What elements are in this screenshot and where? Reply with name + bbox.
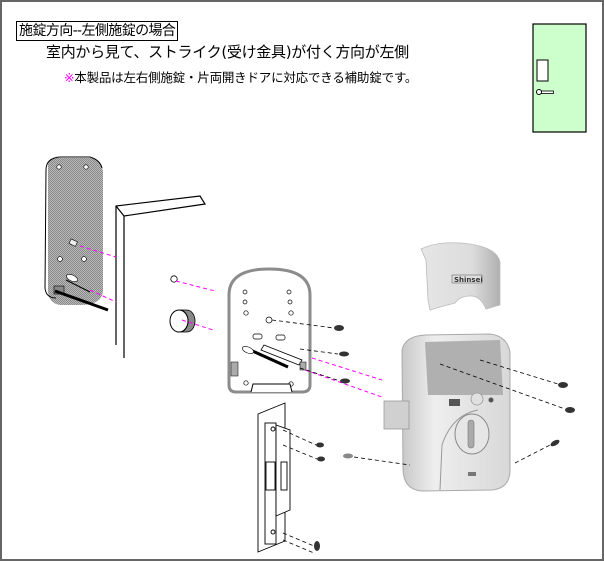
screw-icon	[550, 439, 560, 447]
screw-icon	[339, 351, 349, 357]
cover-brand-label: Shinsei	[454, 276, 483, 284]
screw-guides	[271, 319, 566, 554]
inner-mounting-plate	[44, 156, 109, 312]
cover: Shinsei	[420, 242, 501, 311]
screw-icon	[317, 456, 325, 462]
screw-icon	[565, 407, 575, 413]
strike-plate	[257, 402, 291, 553]
screw-icon	[334, 325, 344, 331]
note-text: 本製品は左右側施錠・片両開きドアに対応できる補助錠です。	[74, 70, 418, 85]
screw-icon	[558, 382, 568, 388]
screw-icon	[343, 453, 353, 459]
base-plate	[227, 267, 312, 394]
alignment-guides	[79, 245, 383, 398]
cylinder-collar	[169, 309, 196, 333]
bolt-pin	[170, 275, 178, 283]
screw-icon	[314, 541, 320, 551]
door-icon	[532, 23, 587, 133]
screw-icon	[316, 442, 324, 448]
note-mark: ※	[64, 70, 75, 85]
screws	[314, 325, 575, 551]
compatibility-note: ※本製品は左右側施錠・片両開きドアに対応できる補助錠です。	[64, 70, 417, 86]
lock-body	[383, 333, 511, 492]
door-edge	[115, 195, 206, 358]
direction-description: 室内から見て、ストライク(受け金具)が付く方向が左側	[46, 43, 409, 61]
screw-icon	[340, 378, 350, 384]
page-title: 施錠方向--左側施錠の場合	[16, 21, 179, 41]
